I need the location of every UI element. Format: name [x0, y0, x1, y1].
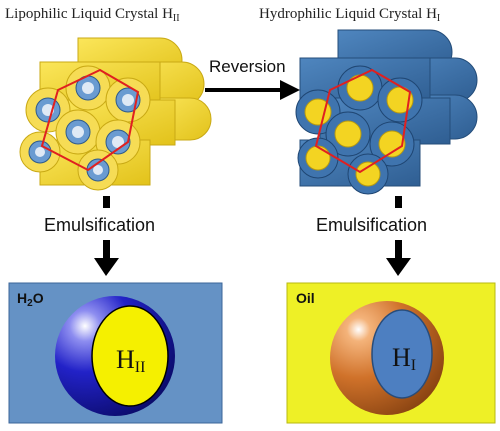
oil-label: Oil — [296, 290, 315, 306]
right-title: Hydrophilic Liquid Crystal HI — [259, 6, 440, 24]
left-emulsification-arrow — [94, 196, 119, 276]
hydrophilic-crystal-bundle — [295, 29, 478, 195]
normal-micelle-faces — [295, 65, 423, 195]
reverse-micelle-faces — [19, 65, 151, 191]
yellow-inner-phase — [91, 305, 169, 407]
hii-droplet-label: HII — [116, 345, 145, 376]
blue-inner-phase — [371, 309, 433, 399]
oil-emulsion-panel: Oil HI — [286, 282, 496, 424]
reversion-label: Reversion — [209, 57, 286, 76]
reversion-arrow — [205, 80, 300, 100]
left-hexagon — [40, 68, 140, 172]
hi-droplet-label: HI — [392, 343, 416, 374]
water-emulsion-panel: H2O HII — [8, 282, 223, 424]
right-emulsification-arrow — [386, 196, 411, 276]
right-step-label: Emulsification — [316, 215, 427, 235]
right-hexagon — [314, 68, 412, 174]
lipophilic-crystal-bundle — [19, 37, 212, 191]
left-step-label: Emulsification — [44, 215, 155, 235]
water-label: H2O — [17, 290, 44, 309]
left-title: Lipophilic Liquid Crystal HII — [5, 6, 180, 24]
